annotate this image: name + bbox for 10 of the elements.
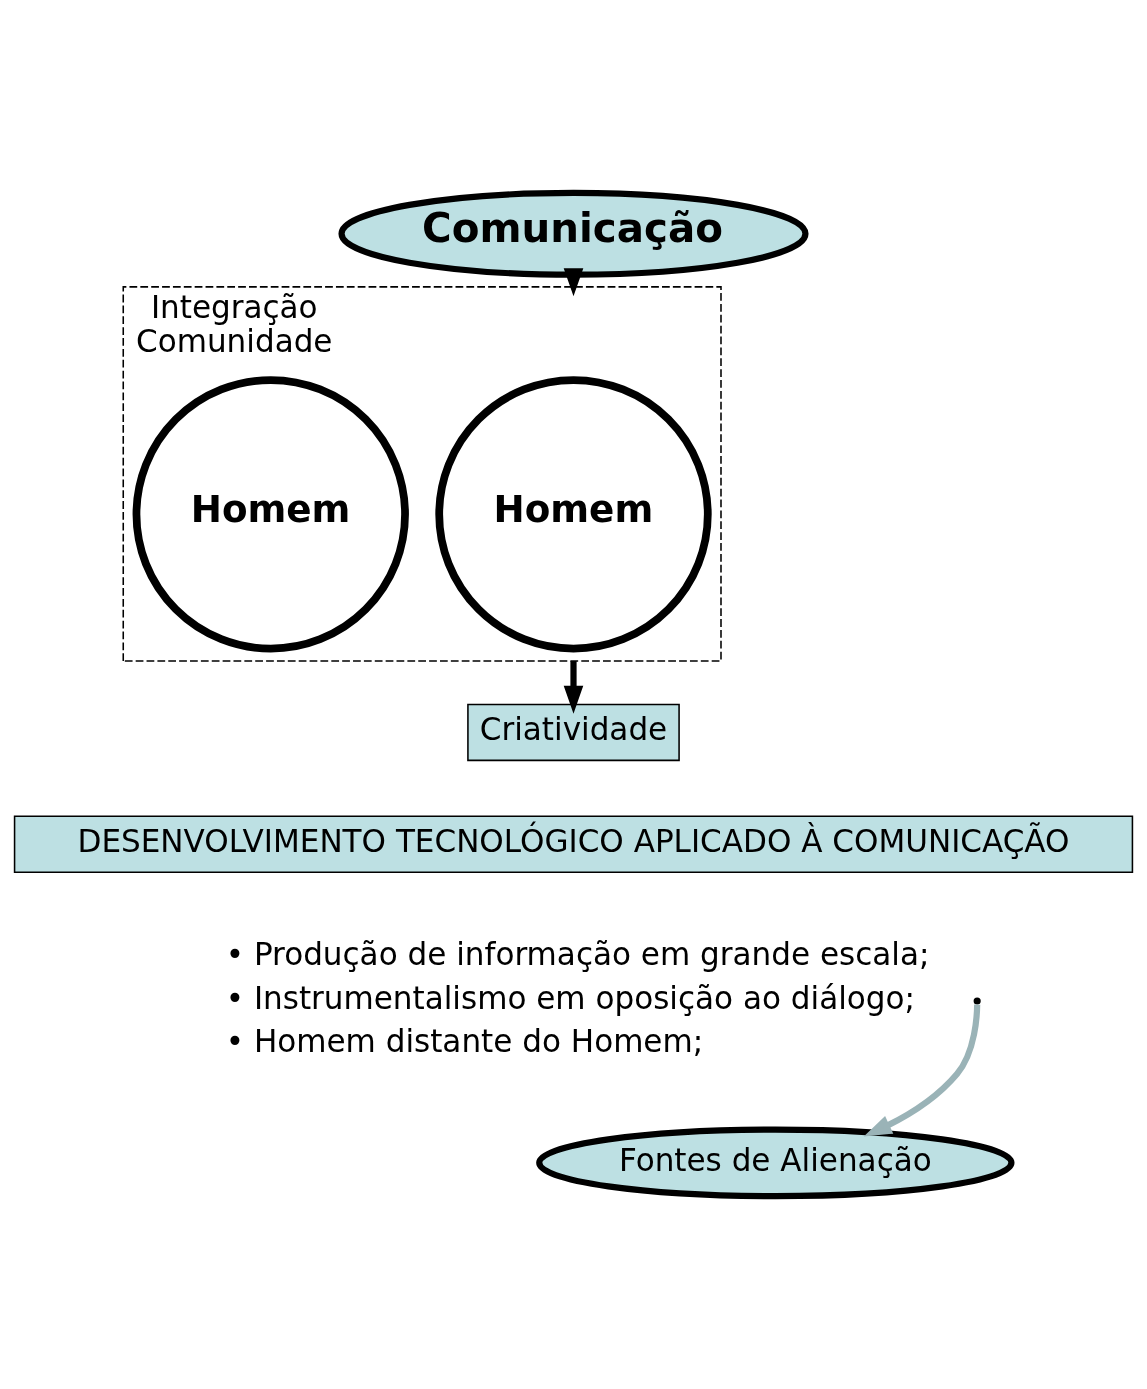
node-box: Criatividade	[467, 703, 680, 762]
node-circle: Homem	[132, 376, 409, 653]
node-box: DESENVOLVIMENTO TECNOLÓGICO APLICADO À COMUNICAÇÃO	[13, 815, 1134, 873]
arrow	[563, 268, 584, 297]
label: • Produção de informação em grande escala;	[225, 936, 930, 973]
label: • Instrumentalismo em oposição ao diálogo;	[225, 979, 915, 1016]
node-ellipse: Fontes de Alienação	[536, 1126, 1015, 1200]
arrow	[863, 1004, 981, 1137]
label: • Homem distante do Homem;	[225, 1023, 704, 1060]
node-circle: Homem	[435, 376, 712, 653]
